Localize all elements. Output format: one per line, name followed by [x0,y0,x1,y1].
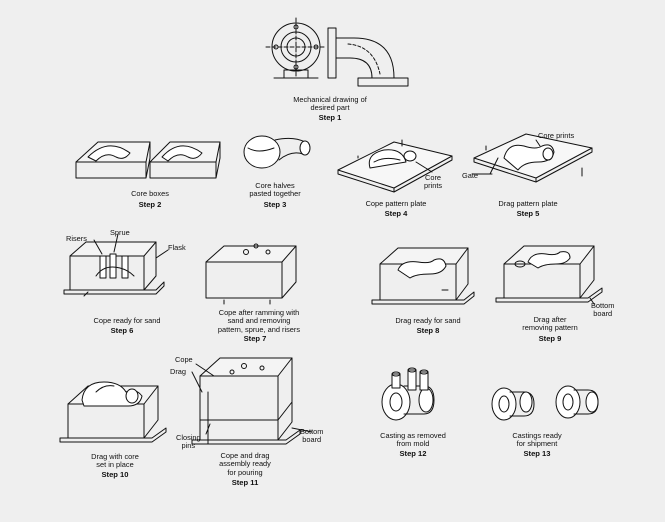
front-view-flange [265,17,327,79]
label-step4: Step 4 [384,209,408,218]
step10-drag-core [59,381,167,443]
label-step11: Step 11 [231,478,259,487]
label-step7: Step 7 [243,334,267,343]
label-step13: Step 13 [523,449,551,458]
step3-core [243,135,311,169]
label-step3: Step 3 [263,200,287,209]
callout-core-prints-step4: Core prints [424,173,443,191]
caption-step8: Drag ready for sand [395,316,461,325]
side-view-elbow [327,27,409,87]
label-step12: Step 12 [399,449,427,458]
caption-step1: Mechanical drawing of desired part [293,95,367,113]
label-step2: Step 2 [138,200,162,209]
step13-finished-castings [491,385,599,421]
caption-step12: Casting as removed from mold [380,431,446,449]
step12-casting [381,367,435,421]
callout-drag: Drag [170,367,187,376]
caption-step11: Cope and drag assembly ready for pouring [219,451,271,477]
caption-step13: Castings ready for shipment [512,431,562,449]
caption-step5: Drag pattern plate [498,199,558,208]
label-step1: Step 1 [318,113,342,122]
step4-cope-plate [337,139,453,193]
callout-core-prints-step5: Core prints [538,131,575,140]
caption-step2: Core boxes [131,189,169,198]
step2-core-boxes [75,141,221,179]
step1-drawing [265,17,409,87]
callout-bottom-board-step9: Bottom board [591,301,615,319]
step6-cope-flask [63,233,169,297]
caption-step10: Drag with core set in place [91,452,139,470]
callout-gate: Gate [462,171,479,180]
caption-step4: Cope pattern plate [365,199,427,208]
step8-drag-flask [371,247,475,305]
step9-drag-rammed [495,245,603,305]
label-step5: Step 5 [516,209,540,218]
callout-risers: Risers [66,234,87,243]
step5-drag-plate [471,133,593,183]
callout-bottom-board-step11: Bottom board [300,427,324,445]
callout-sprue: Sprue [110,228,130,237]
caption-step3: Core halves pasted together [249,181,301,199]
label-step6: Step 6 [110,326,134,335]
label-step8: Step 8 [416,326,440,335]
caption-step7: Cope after ramming with sand and removin… [217,308,301,334]
label-step9: Step 9 [538,334,562,343]
caption-step6: Cope ready for sand [93,316,161,325]
callout-cope: Cope [175,355,193,364]
label-step10: Step 10 [101,470,129,479]
callout-flask: Flask [168,243,186,252]
caption-step9: Drag after removing pattern [522,315,578,333]
callout-closing-pins: Closing pins [176,433,201,451]
step11-assembly [191,357,313,445]
step7-rammed-cope [205,243,297,305]
